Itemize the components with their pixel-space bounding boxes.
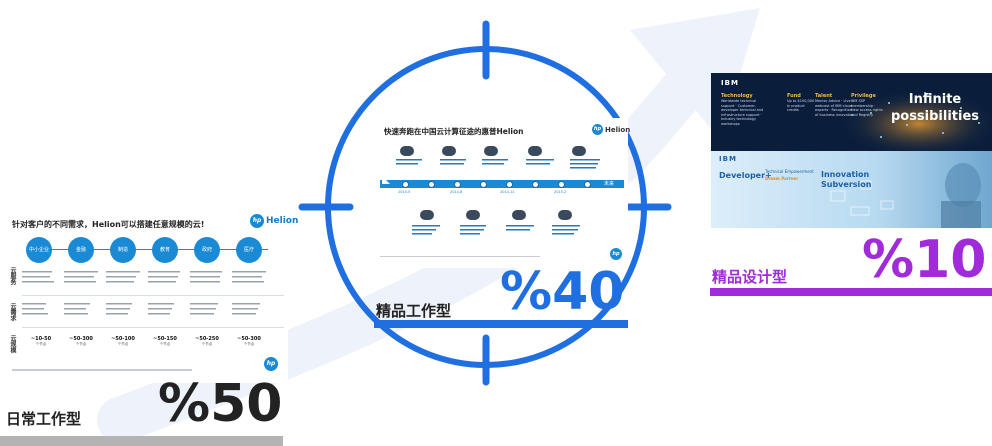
- slide-title: 快速奔跑在中国云计算征途的惠普Helion: [384, 127, 524, 136]
- premium-work-percent: %40: [500, 262, 625, 322]
- hp-logo-icon: hp: [610, 248, 622, 260]
- timeline-date: 2014.6: [424, 176, 437, 180]
- helion-logo: hp Helion: [592, 124, 630, 135]
- segment-bubble: 医疗: [236, 237, 262, 263]
- cloud-icon: [420, 210, 434, 220]
- premium-work-bar: [374, 320, 628, 328]
- timeline-dot: [584, 181, 591, 188]
- row-label-cloud-service: 云服务: [9, 267, 16, 285]
- ibm-logo: IBM: [721, 79, 739, 87]
- timeline-date: 2015.1: [528, 176, 541, 180]
- premium-design-bar: [710, 288, 992, 296]
- row-divider: [22, 295, 284, 296]
- timeline-dot: [454, 181, 461, 188]
- ibm-logo: IBM: [719, 155, 737, 163]
- premium-design-percent: %10: [862, 230, 987, 290]
- cloud-icon: [558, 210, 572, 220]
- dream-partner: Dream Partner: [765, 176, 799, 181]
- cloud-icon: [442, 146, 456, 156]
- footer-line: [12, 369, 192, 371]
- cloud-icon: [484, 146, 498, 156]
- segment-bubble: 金融: [68, 237, 94, 263]
- timeline-dot: [506, 181, 513, 188]
- daily-work-slide: 针对客户的不同需求，Helion可以搭建任意规模的云! hp Helion 中小…: [4, 205, 298, 383]
- row-label-cloud-demand: 云需求: [9, 303, 16, 321]
- milestone-text: [396, 159, 600, 169]
- timeline-future: 未来: [604, 181, 615, 187]
- cloud-icon: [528, 146, 542, 156]
- cloud-icon: [400, 146, 414, 156]
- segment-bubble: 制造: [110, 237, 136, 263]
- segment-bubble: 中小企业: [26, 237, 52, 263]
- tech-empowerment: Technical Empowerment: [765, 169, 814, 174]
- cloud-icon: [466, 210, 480, 220]
- timeline-date: 2015.2: [554, 190, 567, 194]
- premium-work-slide: 快速奔跑在中国云计算征途的惠普Helion hp Helion 未来 2014.…: [372, 118, 630, 268]
- helion-wordmark: Helion: [605, 125, 631, 134]
- row-label-cloud-scale: 云规模: [9, 335, 16, 353]
- timeline-dot: [532, 181, 539, 188]
- segment-bubble: 政府: [194, 237, 220, 263]
- footer-line: [380, 256, 540, 257]
- hp-logo-icon: hp: [592, 124, 603, 135]
- cloud-icon: [572, 146, 586, 156]
- timeline-date: 2014.8: [450, 190, 463, 194]
- helion-wordmark: Helion: [266, 216, 299, 226]
- premium-work-label: 精品工作型: [376, 302, 452, 320]
- developer-plus: Developer+: [719, 171, 772, 180]
- timeline-date: 2014.5: [398, 190, 411, 194]
- daily-work-bar: [0, 436, 283, 446]
- timeline-dot: [402, 181, 409, 188]
- slide-title: 针对客户的不同需求，Helion可以搭建任意规模的云!: [12, 220, 205, 229]
- daily-work-label: 日常工作型: [6, 410, 82, 428]
- row-text-lines: [22, 271, 266, 315]
- timeline-date: 2014.9: [476, 176, 489, 180]
- timeline-date: 2014.12: [500, 190, 515, 194]
- hp-logo-icon: hp: [264, 357, 278, 371]
- timeline-date: 2015.3: [580, 176, 593, 180]
- runner-icon: [382, 176, 390, 184]
- milestone-text: [412, 225, 580, 235]
- hp-logo-icon: hp: [250, 214, 264, 228]
- particle-background: [831, 83, 991, 151]
- row-divider: [22, 327, 284, 328]
- target-reticle: [298, 20, 672, 386]
- premium-design-label: 精品设计型: [712, 268, 788, 286]
- ibm-innovation-panel: IBM Developer+ Technical Empowerment Dre…: [711, 151, 992, 228]
- helion-logo: hp Helion: [250, 214, 298, 228]
- timeline-dot: [480, 181, 487, 188]
- timeline-dot: [428, 181, 435, 188]
- developer-background: [830, 163, 981, 228]
- timeline-bar: [380, 180, 624, 188]
- daily-work-percent: %50: [158, 374, 283, 434]
- timeline-dot: [558, 181, 565, 188]
- cloud-icon: [512, 210, 526, 220]
- bubble-connector: [28, 249, 268, 250]
- segment-bubble: 教育: [152, 237, 178, 263]
